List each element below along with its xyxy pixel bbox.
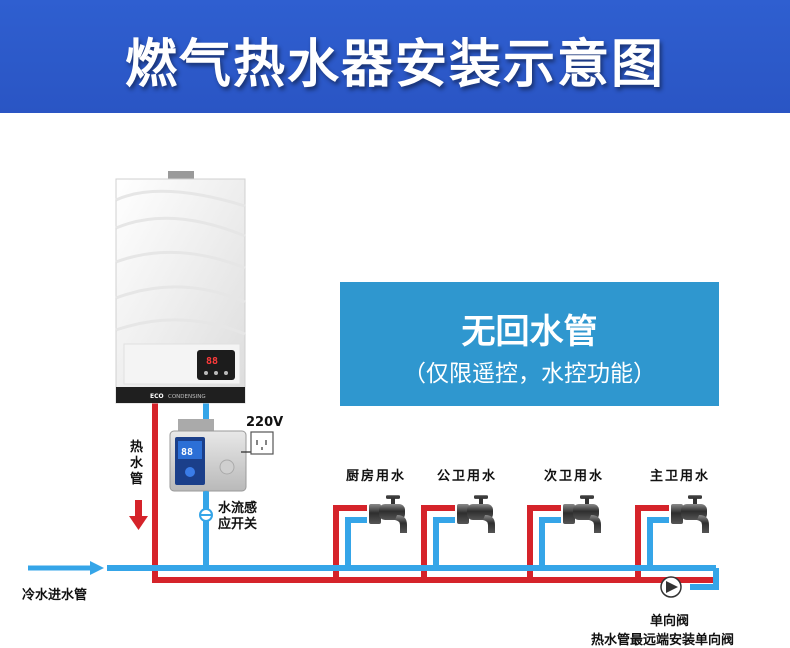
heater-brand: ECO xyxy=(150,393,164,400)
check-valve-icon xyxy=(660,576,682,598)
hot-water-pipes xyxy=(152,402,718,583)
check-valve-note: 热水管最远端安装单向阀 xyxy=(591,633,735,648)
faucet-label-public-bath: 公卫用水 xyxy=(437,469,498,484)
hot-pipe-label-char: 管 xyxy=(130,472,144,487)
faucet-label-kitchen: 厨房用水 xyxy=(346,469,407,484)
heater-model: CONDENSING xyxy=(168,394,206,400)
flue-pipe xyxy=(168,171,194,181)
hot-pipe-label-char: 热 xyxy=(130,440,144,455)
header-banner: 燃气热水器安装示意图 xyxy=(0,0,790,113)
faucet-icon xyxy=(563,495,601,533)
flow-switch-label-line: 应开关 xyxy=(218,517,258,532)
power-socket-icon xyxy=(250,431,274,455)
check-valve-label: 单向阀 xyxy=(650,614,690,629)
info-box-subtitle: （仅限遥控，水控功能） xyxy=(403,361,656,387)
hot-flow-arrow-shaft xyxy=(135,500,142,518)
heater-display-value: 88 xyxy=(206,356,218,367)
faucet-label-master-bath: 主卫用水 xyxy=(650,469,711,484)
info-box: 无回水管 （仅限遥控，水控功能） xyxy=(340,282,719,406)
cold-inlet-arrow-icon xyxy=(90,561,104,575)
flow-switch-label: 水流感 应开关 xyxy=(218,501,257,533)
power-connection xyxy=(241,431,274,455)
down-arrow-icon xyxy=(129,516,148,530)
faucet-icon xyxy=(671,495,709,533)
faucet-icon xyxy=(369,495,407,533)
faucet-icon xyxy=(457,495,495,533)
hot-pipe-label-char: 水 xyxy=(130,456,144,471)
circulation-pump: 88 xyxy=(169,419,247,492)
water-heater: 88 ECO CONDENSING xyxy=(115,171,246,404)
hot-pipe-label: 热 水 管 xyxy=(130,440,143,488)
power-label: 220V xyxy=(246,415,284,430)
cold-inlet-label: 冷水进水管 xyxy=(22,588,88,603)
page-title: 燃气热水器安装示意图 xyxy=(124,35,665,95)
info-box-title: 无回水管 xyxy=(461,312,598,352)
svg-text:88: 88 xyxy=(181,447,193,458)
faucet-label-second-bath: 次卫用水 xyxy=(544,469,605,484)
flow-switch-label-line: 水流感 xyxy=(218,501,258,516)
